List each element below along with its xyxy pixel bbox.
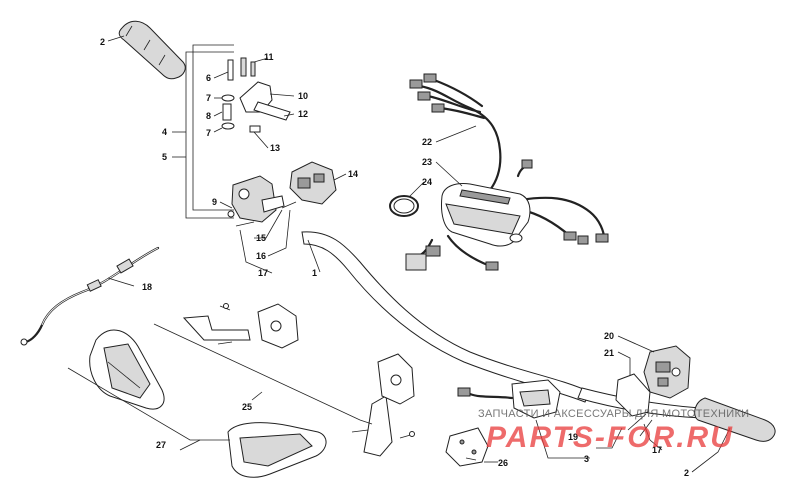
throttle-hardware [221,57,291,133]
right-leaders [535,335,731,473]
label-23: 23 [422,157,432,167]
label-27: 27 [156,440,166,450]
label-18: 18 [142,282,152,292]
watermark-brand: PARTS-FOR.RU [486,421,734,454]
label-3: 3 [584,454,589,464]
guard-mount-bracket-right [351,353,415,457]
label-1: 1 [312,268,317,278]
label-14: 14 [348,169,358,179]
throttle-bracket-lines [172,44,234,219]
label-12: 12 [298,109,308,119]
label-5: 5 [162,152,167,162]
right-grip-part [694,397,776,442]
label-13: 13 [270,143,280,153]
throttle-lever-part [457,379,561,419]
throttle-housing-part [227,175,285,223]
label-4: 4 [162,127,167,137]
hand-guard-leaders [67,367,230,451]
label-9: 9 [212,197,217,207]
bracket-leaders [153,323,373,425]
guard-mount-bracket-left [182,303,299,349]
label-15: 15 [256,233,266,243]
label-22: 22 [422,137,432,147]
ring-part [389,195,419,217]
label-2-left: 2 [100,37,105,47]
right-bracket-part [615,373,653,437]
plate-kit-part [445,427,498,467]
label-10: 10 [298,91,308,101]
throttle-cable-part [20,246,160,346]
label-17-right: 17 [652,445,662,455]
label-17-left: 17 [258,268,268,278]
leader-lines-left [107,35,347,274]
watermark-tagline: ЗАПЧАСТИ И АКСЕССУАРЫ ДЛЯ МОТОТЕХНИКИ [478,408,749,420]
right-switch-housing-part [643,345,691,399]
part-labels: 1 2 2 3 4 5 6 7 8 7 9 10 11 12 13 14 15 … [100,37,689,478]
label-11: 11 [264,52,274,62]
label-2-right: 2 [684,468,689,478]
harness-leaders [409,125,477,197]
left-grip-part [118,20,186,80]
label-6: 6 [206,73,211,83]
right-hand-guard-part [227,422,327,478]
label-8: 8 [206,111,211,121]
label-21: 21 [604,348,614,358]
watermark: ЗАПЧАСТИ И АКСЕССУАРЫ ДЛЯ МОТОТЕХНИКИ PA… [478,408,749,454]
label-25: 25 [242,402,252,412]
throttle-screws [235,201,297,227]
label-26: 26 [498,458,508,468]
label-7-bottom: 7 [206,128,211,138]
wiring-harness-part [405,73,609,271]
label-16: 16 [256,251,266,261]
label-24: 24 [422,177,432,187]
label-20: 20 [604,331,614,341]
control-module-part [441,183,531,247]
label-7-top: 7 [206,93,211,103]
label-19: 19 [568,432,578,442]
switch-housing-part [289,161,337,205]
left-hand-guard-part [89,329,165,410]
